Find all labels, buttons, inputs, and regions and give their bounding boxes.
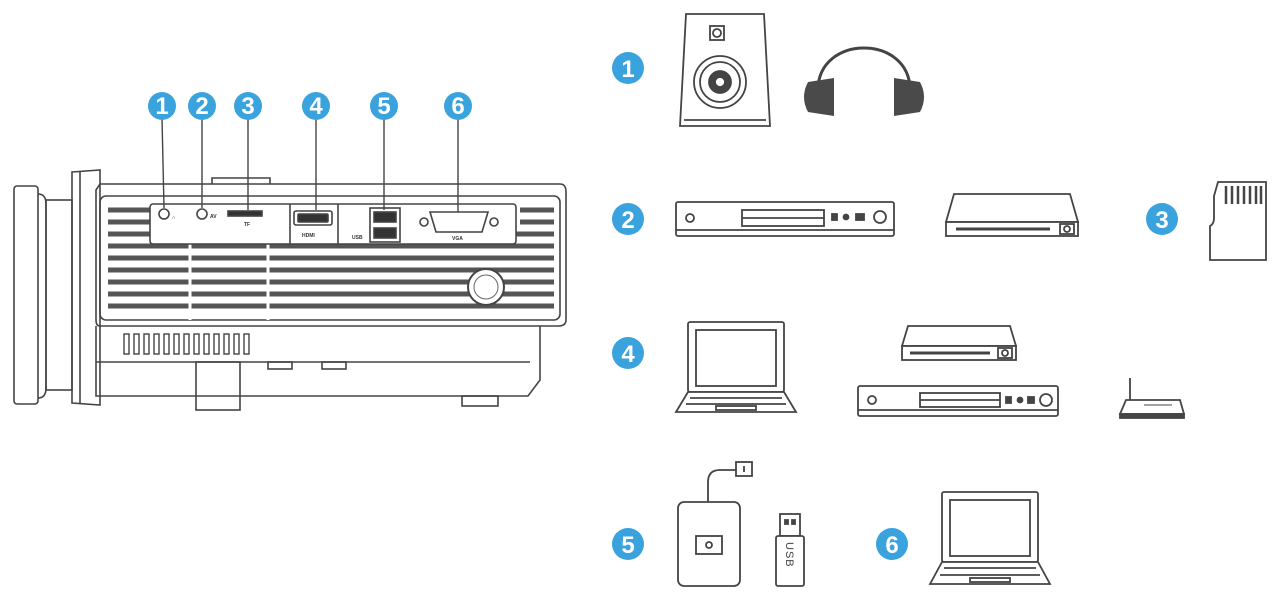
projector-badge-4: 4 — [302, 92, 330, 120]
headphone-jack — [158, 208, 170, 220]
svg-text:1: 1 — [621, 56, 634, 83]
dvd-player-icon-2 — [857, 385, 1059, 417]
svg-text:1: 1 — [155, 93, 168, 120]
projector-badge-1: 1 — [148, 92, 176, 120]
projector-bottom-fins — [123, 333, 250, 355]
projector-badge-5: 5 — [370, 92, 398, 120]
svg-text:5: 5 — [377, 93, 390, 120]
usb-flash-drive-label: USB — [783, 542, 795, 568]
svg-text:2: 2 — [621, 207, 634, 234]
svg-text:5: 5 — [621, 532, 634, 559]
svg-text:6: 6 — [451, 93, 464, 120]
port-label-headphone-icon: ∩ — [172, 215, 176, 221]
wireless-router-icon — [1118, 378, 1186, 419]
dvd-player-icon — [675, 201, 895, 237]
laptop-icon — [674, 321, 798, 413]
port-label-usb: USB — [352, 235, 363, 241]
speaker-icon — [679, 13, 771, 127]
svg-text:3: 3 — [1155, 207, 1168, 234]
external-hard-drive-icon — [677, 461, 753, 587]
av-jack — [196, 208, 208, 220]
device-badge-6: 6 — [876, 528, 908, 560]
set-top-box-icon — [944, 193, 1080, 237]
vga-port — [428, 211, 490, 233]
svg-text:3: 3 — [241, 93, 254, 120]
svg-text:6: 6 — [885, 532, 898, 559]
laptop-icon-2 — [928, 491, 1052, 585]
svg-text:4: 4 — [309, 93, 323, 120]
device-badge-4: 4 — [612, 337, 644, 369]
tf-slot — [227, 210, 263, 217]
port-panel — [149, 203, 517, 245]
device-badge-2: 2 — [612, 203, 644, 235]
device-badge-3: 3 — [1146, 203, 1178, 235]
port-label-tf: TF — [244, 222, 250, 228]
usb-flash-drive-icon — [775, 513, 805, 587]
port-leader-lines — [161, 117, 459, 212]
headphones-icon — [804, 46, 924, 116]
svg-text:4: 4 — [621, 341, 635, 368]
projector-badge-2: 2 — [188, 92, 216, 120]
port-label-hdmi: HDMI — [302, 233, 315, 239]
projector-lens — [13, 169, 101, 406]
device-badge-5: 5 — [612, 528, 644, 560]
sd-card-icon — [1209, 181, 1267, 261]
port-label-av: AV — [210, 214, 217, 220]
projector-body — [95, 177, 567, 411]
projector-badge-3: 3 — [234, 92, 262, 120]
set-top-box-icon-2 — [900, 325, 1018, 361]
projector — [13, 117, 567, 411]
port-label-vga: VGA — [452, 236, 463, 242]
projector-badge-6: 6 — [444, 92, 472, 120]
svg-text:2: 2 — [195, 93, 208, 120]
device-badge-1: 1 — [612, 52, 644, 84]
projector-vents — [108, 207, 554, 320]
